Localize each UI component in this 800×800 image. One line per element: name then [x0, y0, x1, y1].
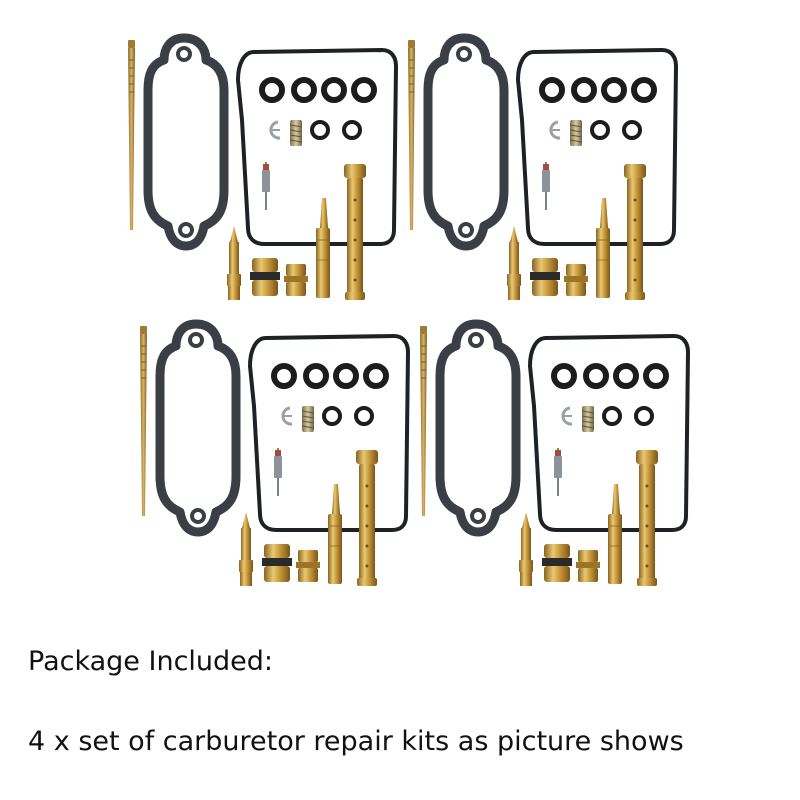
carburetor-kits-photo [0, 0, 800, 620]
kit-set-2 [408, 38, 676, 300]
package-heading: Package Included: [28, 646, 274, 677]
kit-set-3 [140, 324, 408, 586]
kit-set-4 [420, 324, 688, 586]
kit-set-1 [128, 38, 396, 300]
package-description: 4 x set of carburetor repair kits as pic… [28, 726, 684, 757]
